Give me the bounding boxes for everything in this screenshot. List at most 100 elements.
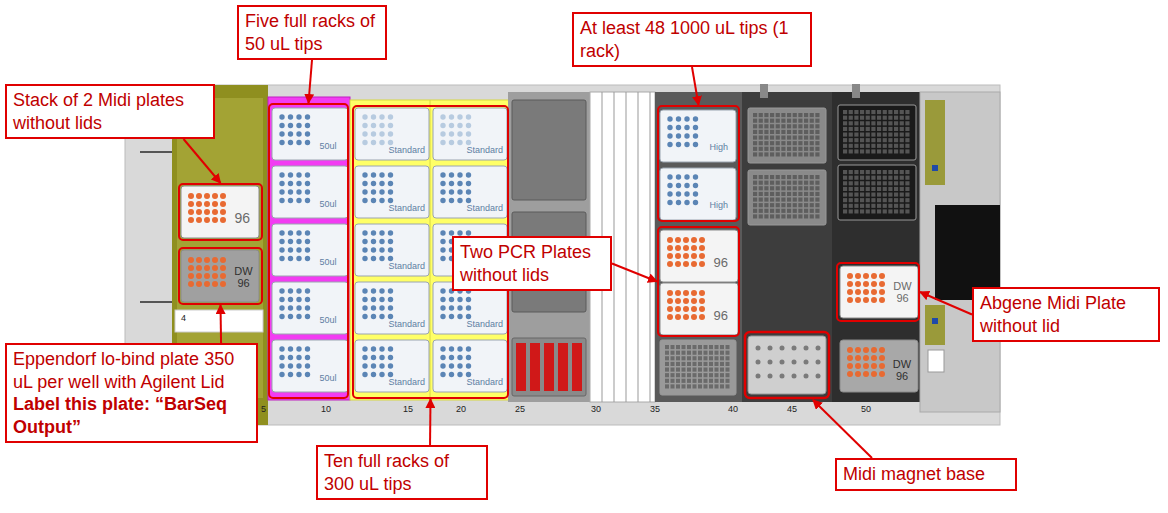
filter-plate-cell bbox=[815, 147, 819, 151]
black-plate-cell bbox=[854, 193, 858, 197]
black-plate-cell bbox=[854, 204, 858, 208]
tip-dot bbox=[279, 346, 284, 351]
tip-dot bbox=[388, 123, 393, 128]
tip-dot bbox=[440, 181, 445, 186]
filter-plate-cell bbox=[776, 113, 780, 117]
black-plate-cell bbox=[905, 138, 909, 142]
grid-plate-cell bbox=[720, 384, 724, 388]
grid-plate-cell bbox=[687, 373, 691, 377]
grid-plate-cell bbox=[704, 373, 708, 377]
well-dot bbox=[196, 193, 202, 199]
black-plate-cell bbox=[883, 116, 887, 120]
grid-plate-cell bbox=[720, 379, 724, 383]
grid-plate-cell bbox=[665, 356, 669, 360]
tip-dot bbox=[362, 172, 367, 177]
black-plate-cell bbox=[843, 176, 847, 180]
filter-plate-cell bbox=[770, 119, 774, 123]
tip-dot bbox=[379, 198, 384, 203]
filter-plate-cell bbox=[759, 209, 763, 213]
well-dot bbox=[855, 363, 861, 369]
well-dot-group bbox=[667, 290, 705, 320]
well-dot bbox=[220, 209, 226, 215]
filter-plate-cell bbox=[770, 141, 774, 145]
tip-dot bbox=[362, 123, 367, 128]
tip-dot bbox=[684, 142, 689, 147]
tip-dot bbox=[279, 123, 284, 128]
tip-dot bbox=[388, 172, 393, 177]
well-dot bbox=[204, 265, 210, 271]
grid-plate-cell bbox=[720, 368, 724, 372]
black-plate-cell bbox=[877, 133, 881, 137]
tip-dot bbox=[305, 181, 310, 186]
tip-dot bbox=[693, 191, 698, 196]
callout-text: Stack of 2 Midi plates without lids bbox=[13, 89, 207, 134]
black-plate-cell bbox=[871, 149, 875, 153]
tip-dot bbox=[371, 172, 376, 177]
grid-plate-cell bbox=[698, 379, 702, 383]
tip-dot bbox=[288, 247, 293, 252]
tip-rack bbox=[355, 340, 429, 392]
black-plate-cell bbox=[888, 121, 892, 125]
well-dot bbox=[212, 281, 218, 287]
grid-plate-cell bbox=[726, 351, 730, 355]
tip-dot bbox=[466, 114, 471, 119]
filter-plate-cell bbox=[810, 186, 814, 190]
filter-plate-cell bbox=[804, 181, 808, 185]
deck-position-number: 50 bbox=[861, 405, 871, 415]
black-plate-cell bbox=[894, 187, 898, 191]
filter-plate-cell bbox=[753, 192, 757, 196]
filter-plate-cell bbox=[781, 209, 785, 213]
filter-plate-cell bbox=[798, 130, 802, 134]
well-dot bbox=[675, 298, 681, 304]
black-plate-cell bbox=[854, 121, 858, 125]
black-plate-cell bbox=[860, 116, 864, 120]
black-plate-cell bbox=[894, 149, 898, 153]
well-dot bbox=[691, 245, 697, 251]
filter-plate-cell bbox=[781, 147, 785, 151]
filter-plate-cell bbox=[815, 181, 819, 185]
black-plate-cell bbox=[905, 181, 909, 185]
tip-dot bbox=[305, 355, 310, 360]
black-plate-cell bbox=[888, 209, 892, 213]
black-plate-cell bbox=[894, 209, 898, 213]
tip-dot bbox=[449, 355, 454, 360]
black-plate-cell bbox=[860, 198, 864, 202]
well-dot bbox=[675, 237, 681, 243]
tip-dot bbox=[305, 288, 310, 293]
grid-plate-cell bbox=[693, 368, 697, 372]
well-dot bbox=[220, 265, 226, 271]
black-plate-cell bbox=[866, 209, 870, 213]
grid-plate-cell bbox=[676, 379, 680, 383]
tip-dot bbox=[305, 239, 310, 244]
well-dot bbox=[667, 253, 673, 259]
grid-plate-cell bbox=[671, 368, 675, 372]
grid-plate-cell bbox=[682, 362, 686, 366]
grid-plate-cell bbox=[665, 362, 669, 366]
well-dot bbox=[699, 261, 705, 267]
device-opening bbox=[935, 205, 1000, 300]
well-dot bbox=[847, 363, 853, 369]
callout-text: Eppendorf lo-bind plate 350 uL per well … bbox=[13, 348, 250, 393]
grid-plate-cell bbox=[698, 373, 702, 377]
black-plate-cell bbox=[843, 138, 847, 142]
connector-arrow bbox=[429, 399, 431, 445]
tip-dot-group bbox=[440, 114, 471, 145]
black-plate-cell bbox=[888, 187, 892, 191]
well-dot bbox=[675, 290, 681, 296]
black-plate-cell bbox=[860, 176, 864, 180]
filter-plate-cell bbox=[798, 192, 802, 196]
tip-dot bbox=[466, 140, 471, 145]
black-plate-cell bbox=[866, 187, 870, 191]
well-dot-group bbox=[188, 193, 226, 223]
labware-text: Standard bbox=[467, 320, 504, 330]
labware-text: Standard bbox=[389, 262, 426, 272]
well-dot bbox=[855, 289, 861, 295]
well-dot bbox=[699, 306, 705, 312]
tip-dot bbox=[362, 198, 367, 203]
tip-dot bbox=[388, 239, 393, 244]
black-plate-cell bbox=[888, 116, 892, 120]
black-plate-cell bbox=[894, 121, 898, 125]
filter-plate-cell bbox=[810, 214, 814, 218]
black-plate-cell bbox=[883, 193, 887, 197]
well-dot bbox=[871, 289, 877, 295]
